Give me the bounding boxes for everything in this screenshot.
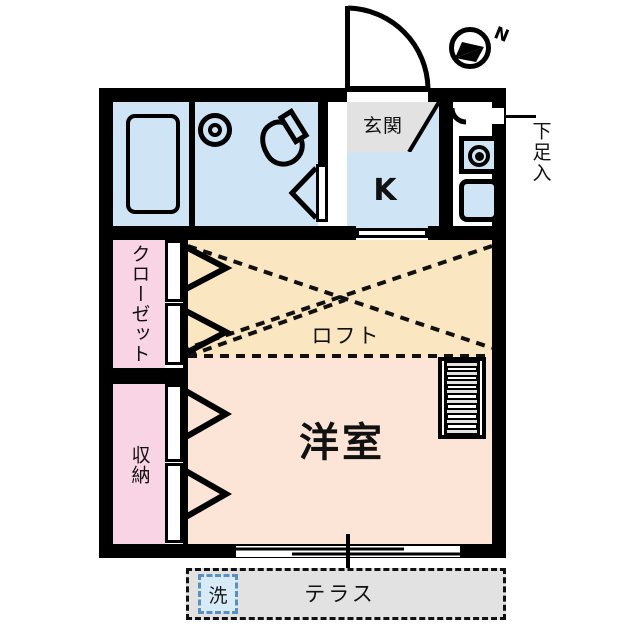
interior-wall-closet-room: [183, 240, 188, 544]
main-room-label: 洋室: [299, 420, 385, 466]
closet-label: クローゼット: [113, 243, 165, 365]
terrace-label: テラス: [304, 581, 376, 606]
interior-wall-kitchen-bottom: [328, 226, 356, 240]
compass-rose: [449, 27, 491, 69]
shoe-cabinet-label-text: 下足入: [529, 120, 552, 184]
stove-burner-center-icon: [475, 152, 484, 161]
closet-door-upper[interactable]: [165, 240, 183, 302]
washbasin-drain-icon: [208, 123, 222, 137]
shoe-cabinet-leader-line: [504, 115, 536, 118]
loft-ladder-rung: [447, 379, 477, 386]
interior-wall-bath-right: [318, 102, 328, 164]
compass-north-label: N: [490, 23, 512, 48]
loft-ladder-rung: [447, 361, 477, 368]
exterior-wall-left: [99, 88, 113, 558]
loft-ladder-rung: [447, 398, 477, 405]
shoe-cabinet-label: 下足入: [527, 102, 553, 202]
loft-label: ロフト: [311, 323, 381, 348]
interior-wall-bath-divider: [189, 102, 195, 226]
entrance-door-sill: [345, 86, 430, 92]
closet-label-text: クローゼット: [128, 244, 151, 364]
interior-wall-kitchen-bottom-right: [428, 226, 492, 240]
kitchen-counter-wall: [439, 102, 453, 232]
genkan-label: 玄関: [362, 115, 403, 138]
loft-ladder-rung: [447, 428, 477, 435]
storage-label-text: 収納: [128, 445, 151, 485]
kitchen-room-door-leaf[interactable]: [356, 228, 428, 238]
storage-door-upper[interactable]: [165, 384, 183, 462]
bath-folding-door[interactable]: [316, 164, 328, 222]
loft-ladder-rung: [447, 408, 477, 415]
washer-space-box: 洗: [198, 574, 238, 614]
stove-fixture: [459, 136, 499, 174]
closet-door-lower[interactable]: [165, 303, 183, 365]
exterior-wall-top-right: [428, 88, 506, 102]
interior-wall-closet-storage: [113, 368, 185, 384]
loft-ladder-rail-left: [444, 359, 448, 437]
storage-area: [113, 384, 165, 544]
kitchen-area: [347, 152, 439, 232]
shoe-cabinet-symbol: [462, 108, 504, 124]
loft-ladder-rung: [447, 388, 477, 395]
storage-door-lower[interactable]: [165, 463, 183, 543]
storage-label: 収納: [113, 410, 165, 520]
entrance-door-leaf: [345, 6, 350, 90]
exterior-wall-top-left: [99, 88, 347, 102]
kitchen-label: K: [373, 173, 397, 209]
loft-ladder-rung: [447, 418, 477, 425]
sliding-door-opening: [236, 546, 460, 557]
interior-wall-bath-bottom: [113, 226, 328, 240]
terrace-area: [186, 568, 506, 620]
loft-ladder-rail-right: [476, 359, 480, 437]
washer-space-label: 洗: [208, 584, 228, 607]
loft-ladder-rung: [447, 370, 477, 377]
kitchen-sink-fixture: [459, 179, 499, 222]
closet-area: [113, 240, 165, 368]
bathtub-fixture: [126, 114, 180, 214]
